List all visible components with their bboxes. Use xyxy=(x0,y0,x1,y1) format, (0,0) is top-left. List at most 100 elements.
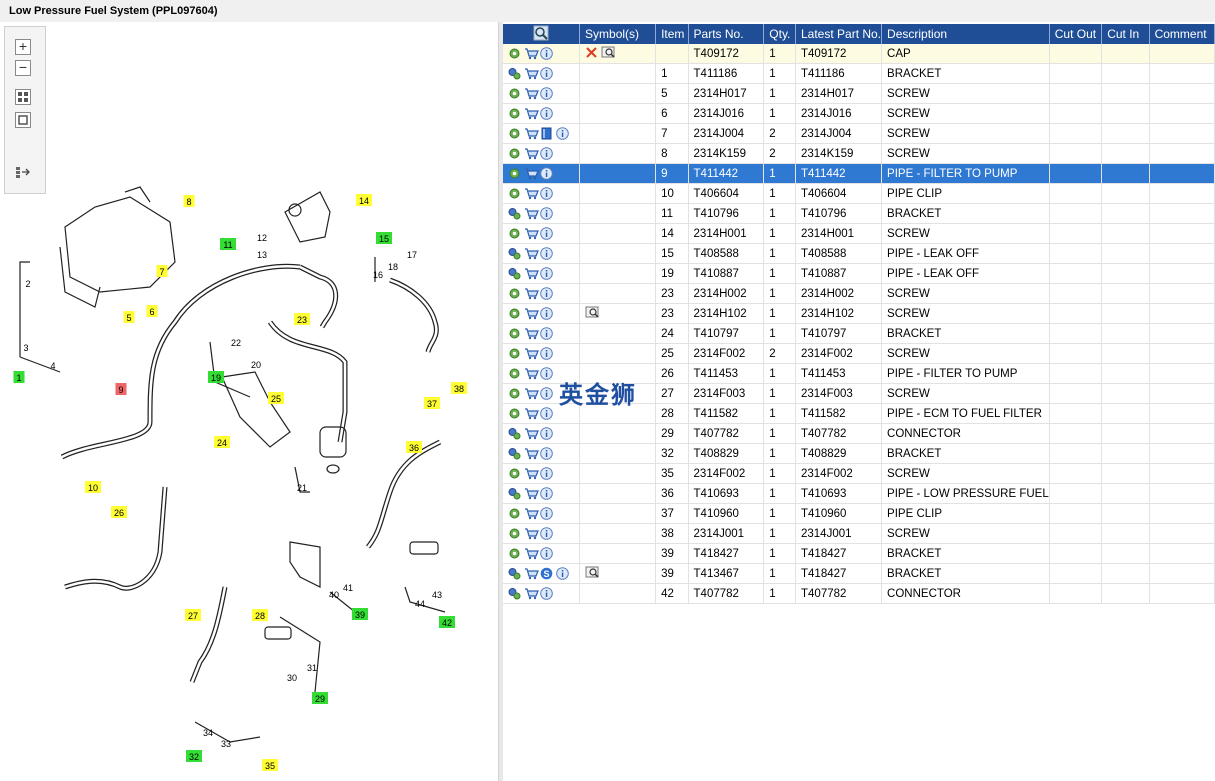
gears-icon[interactable] xyxy=(508,487,521,500)
cart-icon[interactable] xyxy=(524,207,539,220)
gear-icon[interactable] xyxy=(508,187,521,200)
gear-icon[interactable] xyxy=(508,287,521,300)
gear-icon[interactable] xyxy=(508,367,521,380)
callout-43[interactable]: 43 xyxy=(432,590,442,600)
info-icon[interactable] xyxy=(540,487,553,500)
callout-3[interactable]: 3 xyxy=(23,343,28,353)
cart-icon[interactable] xyxy=(524,107,539,120)
callout-13[interactable]: 13 xyxy=(257,250,267,260)
callout-37[interactable]: 37 xyxy=(424,397,440,409)
gear-icon[interactable] xyxy=(508,227,521,240)
callout-9[interactable]: 9 xyxy=(115,383,127,395)
info-icon[interactable] xyxy=(540,87,553,100)
callout-42[interactable]: 42 xyxy=(439,616,455,628)
actual-size-icon[interactable] xyxy=(15,112,31,128)
info-icon[interactable] xyxy=(540,247,553,260)
callout-27[interactable]: 27 xyxy=(185,609,201,621)
list-arrow-icon[interactable] xyxy=(15,165,31,181)
callout-21[interactable]: 21 xyxy=(297,483,307,493)
cart-icon[interactable] xyxy=(524,227,539,240)
gear-icon[interactable] xyxy=(508,507,521,520)
cart-icon[interactable] xyxy=(524,447,539,460)
info-icon[interactable] xyxy=(556,127,569,140)
callout-16[interactable]: 16 xyxy=(373,270,383,280)
gears-icon[interactable] xyxy=(508,247,521,260)
cart-icon[interactable] xyxy=(524,247,539,260)
magnifier-book-icon[interactable] xyxy=(601,46,617,62)
cart-icon[interactable] xyxy=(524,467,539,480)
gears-icon[interactable] xyxy=(508,567,521,580)
info-icon[interactable] xyxy=(540,527,553,540)
cart-icon[interactable] xyxy=(524,587,539,600)
callout-8[interactable]: 8 xyxy=(183,195,195,207)
header-latest-part-no[interactable]: Latest Part No. xyxy=(795,24,883,44)
header-item[interactable]: Item xyxy=(655,24,689,44)
callout-1[interactable]: 1 xyxy=(13,371,25,383)
callout-29[interactable]: 29 xyxy=(312,692,328,704)
cart-icon[interactable] xyxy=(524,427,539,440)
header-qty[interactable]: Qty. xyxy=(763,24,796,44)
cart-icon[interactable] xyxy=(524,87,539,100)
callout-6[interactable]: 6 xyxy=(146,305,158,317)
cart-icon[interactable] xyxy=(524,287,539,300)
info-icon[interactable] xyxy=(540,147,553,160)
magnifier-book-icon[interactable] xyxy=(585,566,601,582)
cart-icon[interactable] xyxy=(524,67,539,80)
callout-20[interactable]: 20 xyxy=(251,360,261,370)
info-icon[interactable] xyxy=(540,587,553,600)
gears-icon[interactable] xyxy=(508,67,521,80)
gear-icon[interactable] xyxy=(508,127,521,140)
gear-icon[interactable] xyxy=(508,87,521,100)
cart-icon[interactable] xyxy=(524,187,539,200)
cart-icon[interactable] xyxy=(524,147,539,160)
cross-icon[interactable] xyxy=(585,46,598,62)
info-icon[interactable] xyxy=(556,567,569,580)
callout-15[interactable]: 15 xyxy=(376,232,392,244)
gear-icon[interactable] xyxy=(508,407,521,420)
info-icon[interactable] xyxy=(540,267,553,280)
header-cut-out[interactable]: Cut Out xyxy=(1049,24,1103,44)
zoom-out-icon[interactable]: − xyxy=(15,60,31,76)
info-icon[interactable] xyxy=(540,407,553,420)
callout-19[interactable]: 19 xyxy=(208,371,224,383)
info-icon[interactable] xyxy=(540,67,553,80)
callout-41[interactable]: 41 xyxy=(343,583,353,593)
cart-icon[interactable] xyxy=(524,547,539,560)
cart-icon[interactable] xyxy=(524,507,539,520)
callout-39[interactable]: 39 xyxy=(352,608,368,620)
magnifier-book-icon[interactable] xyxy=(585,306,601,322)
book-icon[interactable] xyxy=(540,127,553,140)
callout-36[interactable]: 36 xyxy=(406,441,422,453)
info-icon[interactable] xyxy=(540,467,553,480)
header-search-column[interactable] xyxy=(503,24,581,44)
callout-22[interactable]: 22 xyxy=(231,338,241,348)
gears-icon[interactable] xyxy=(508,447,521,460)
callout-26[interactable]: 26 xyxy=(111,506,127,518)
gears-icon[interactable] xyxy=(508,587,521,600)
cart-icon[interactable] xyxy=(524,307,539,320)
cart-icon[interactable] xyxy=(524,47,539,60)
gears-icon[interactable] xyxy=(508,267,521,280)
pane-splitter[interactable] xyxy=(499,22,503,781)
callout-4[interactable]: 4 xyxy=(50,361,55,371)
info-icon[interactable] xyxy=(540,547,553,560)
callout-35[interactable]: 35 xyxy=(262,759,278,771)
callout-10[interactable]: 10 xyxy=(85,481,101,493)
info-icon[interactable] xyxy=(540,187,553,200)
